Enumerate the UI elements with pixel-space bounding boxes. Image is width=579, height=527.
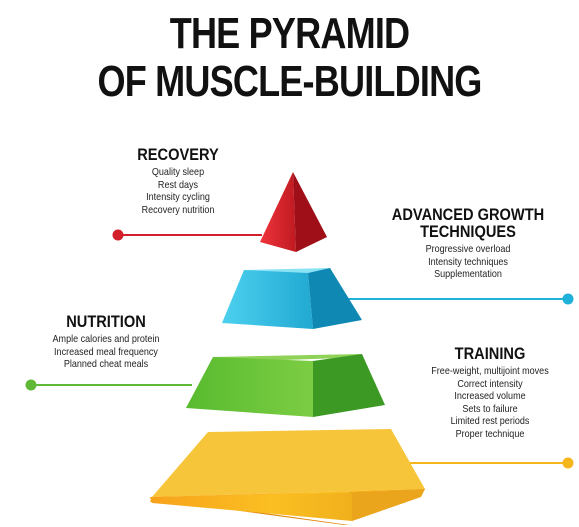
list-item: Intensity techniques [428,255,508,268]
list-item: Increased volume [454,390,526,403]
label-recovery: RECOVERY Quality sleep Rest days Intensi… [108,146,248,216]
list-item: Recovery nutrition [141,203,215,216]
list-item: Ample calories and protein [52,333,160,345]
advanced-heading-line2: TECHNIQUES [420,222,516,241]
list-item: Rest days [157,178,199,191]
list-item: Increased meal frequency [54,345,158,358]
list-item: Quality sleep [151,166,205,178]
list-item: Intensity cycling [146,191,210,204]
connector-advanced [345,293,574,305]
connector-recovery [112,229,262,241]
nutrition-heading: NUTRITION [66,312,146,331]
connector-training [398,457,574,469]
label-nutrition: NUTRITION Ample calories and protein Inc… [26,313,186,371]
recovery-heading: RECOVERY [137,145,219,164]
label-training: TRAINING Free-weight, multijoint moves C… [410,345,570,441]
page-title-line2: OF MUSCLE-BUILDING [97,57,482,106]
pyramid-tier-training [150,429,425,525]
list-item: Proper technique [455,427,525,440]
nutrition-items: Ample calories and protein Increased mea… [26,333,186,371]
list-item: Correct intensity [457,377,523,390]
training-heading: TRAINING [454,344,526,363]
list-item: Limited rest periods [450,415,530,428]
list-item: Sets to failure [462,402,518,415]
pyramid-tier-recovery [260,172,327,252]
list-item: Free-weight, multijoint moves [431,365,549,377]
list-item: Supplementation [434,268,502,281]
list-item: Planned cheat meals [63,358,149,371]
label-advanced-growth: ADVANCED GROWTH TECHNIQUES Progressive o… [378,206,558,281]
page-title-line1: THE PYRAMID [169,9,410,58]
list-item: Progressive overload [425,243,511,255]
training-items: Free-weight, multijoint moves Correct in… [410,365,570,441]
pyramid-tier-advanced [222,268,362,329]
pyramid-tier-nutrition [186,354,385,417]
advanced-heading-line1: ADVANCED GROWTH [391,205,545,224]
recovery-items: Quality sleep Rest days Intensity cyclin… [108,166,248,216]
advanced-items: Progressive overload Intensity technique… [378,243,558,281]
connector-nutrition [25,379,192,391]
